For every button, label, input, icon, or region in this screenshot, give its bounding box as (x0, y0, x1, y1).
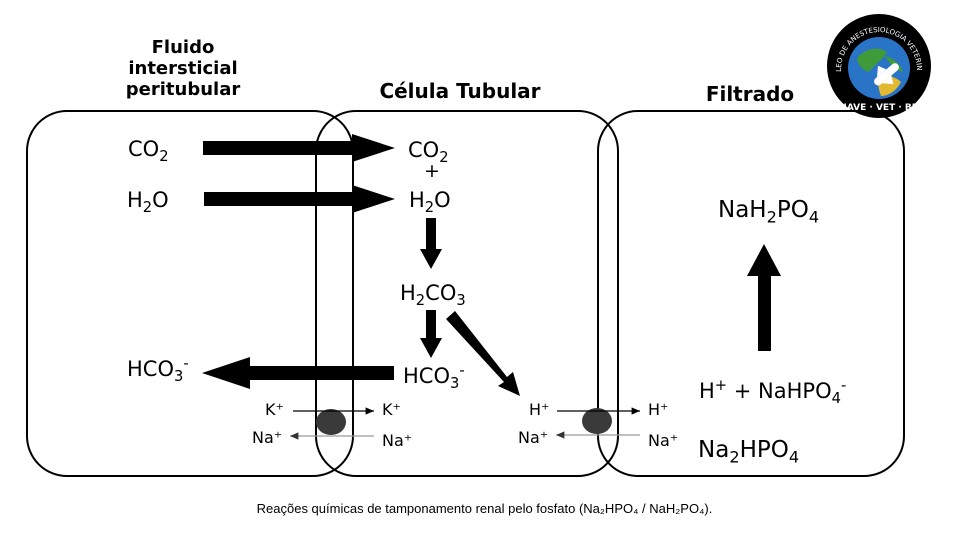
h-filtrate-label: H⁺ (648, 400, 669, 419)
na-cell-right-label: Na⁺ (518, 428, 549, 447)
k-cell-label: K⁺ (382, 400, 401, 419)
interstitial-header: Fluido intersticial peritubular (118, 37, 248, 100)
hco3-interstitial-label: HCO3- (127, 355, 189, 386)
h2co3-to-h-arrow (446, 311, 520, 396)
na-filtrate-label: Na⁺ (648, 431, 679, 450)
tubular-cell-compartment (315, 110, 619, 477)
h2co3-to-hco3-arrow (420, 310, 442, 358)
interstitial-header-line3: peritubular (125, 79, 241, 100)
h2o-arrow (204, 185, 395, 213)
interstitial-header-line1: Fluido (151, 37, 215, 58)
h2o-interstitial-label: H2O (127, 188, 169, 217)
tubular-cell-header: Célula Tubular (379, 79, 541, 103)
co2-arrow (203, 134, 395, 162)
na-cell-label: Na⁺ (382, 431, 413, 450)
k-interstitial-label: K⁺ (265, 400, 284, 419)
h-cell-label: H⁺ (529, 400, 550, 419)
h2co3-label: H2CO3 (400, 281, 466, 310)
h2o-to-h2co3-arrow (420, 218, 442, 269)
co2-cell-label: CO2 (408, 138, 449, 167)
plus-label: + (424, 160, 440, 182)
logo-bottom-text: NAVE · VET · BR (839, 103, 918, 113)
nah2po4-label: NaH2PO4 (718, 197, 820, 227)
h-na-carrier (582, 408, 612, 434)
na2hpo4-label: Na2HPO4 (698, 437, 800, 467)
interstitial-header-line2: intersticial (128, 58, 238, 79)
hco3-cell-label: HCO3- (403, 362, 465, 393)
co2-interstitial-label: CO2 (128, 137, 169, 166)
na-interstitial-label: Na⁺ (252, 428, 283, 447)
k-na-carrier (316, 409, 346, 435)
h2o-cell-label: H2O (409, 188, 451, 217)
filtrate-header: Filtrado (705, 82, 795, 106)
h-nahpo4-label: H+ + NaHPO4- (699, 377, 847, 408)
nave-logo: NÚCLEO DE ANESTESIOLOGIA VETERINÁRIA NAV… (825, 12, 931, 118)
figure-caption: Reações químicas de tamponamento renal p… (256, 501, 713, 516)
hco3-out-arrow (202, 357, 394, 389)
interstitial-compartment (26, 110, 354, 477)
shuttle-icon (874, 63, 899, 86)
filtrate-up-arrow (747, 244, 781, 351)
filtrate-compartment (597, 110, 905, 477)
